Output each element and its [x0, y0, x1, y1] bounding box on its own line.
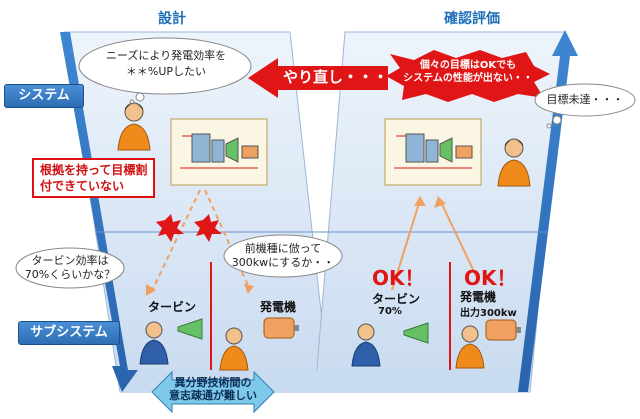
- down-arrow: [60, 32, 138, 392]
- warning-burst: [386, 50, 550, 102]
- verification-heading: 確認評価: [444, 11, 500, 27]
- generator-engineer-left-icon: [219, 327, 249, 371]
- system-engineer-right-icon: [497, 138, 531, 187]
- turbine-q-1: タービン効率は: [31, 254, 109, 267]
- generator-right-icon: [485, 319, 521, 341]
- turbine-engineer-left-icon: [139, 321, 169, 365]
- redo-text: やり直し・・・: [283, 68, 389, 86]
- unmet-thought-cloud: [534, 83, 636, 129]
- turbine-right-value: 70%: [378, 306, 402, 317]
- burst-text-1: 個々の目標はOKでも: [419, 60, 517, 71]
- turbine-right-icon: [403, 322, 429, 344]
- communication-text-2: 意志疎通が難しい: [169, 389, 257, 402]
- turbine-right-label: タービン: [372, 292, 421, 306]
- turbine-left-label: タービン: [148, 300, 197, 314]
- burst-text: 個々の目標はOKでも システムの性能が出ない・・: [398, 59, 538, 85]
- up-arrow: [518, 30, 578, 392]
- generator-left-icon: [263, 317, 299, 339]
- redo-arrow: [248, 58, 388, 98]
- ok-turbine: OK！: [372, 266, 425, 290]
- system-diagram-left: [170, 118, 268, 186]
- generator-right-label: 発電機: [460, 290, 497, 304]
- communication-text: 異分野技術間の 意志疎通が難しい: [166, 376, 260, 402]
- generator-thought-cloud: [223, 234, 343, 278]
- system-level-label: システム: [4, 84, 84, 108]
- turbine-q-2: 70%くらいかな？: [24, 268, 116, 281]
- needs-text-1: ニーズにより発電効率を: [105, 49, 227, 62]
- ok-generator: OK！: [464, 266, 517, 290]
- needs-thought-cloud: [78, 37, 252, 104]
- generator-right-value: 出力300kw: [460, 308, 517, 319]
- turbine-thought-cloud: [15, 247, 125, 289]
- turbine-engineer-right-icon: [351, 323, 381, 367]
- design-heading: 設計: [158, 11, 186, 27]
- unmet-text: 目標未達・・・: [546, 93, 624, 106]
- system-engineer-left-icon: [117, 102, 151, 151]
- generator-q-1: 前機種に倣って: [244, 242, 322, 255]
- turbine-left-icon: [177, 318, 203, 340]
- generator-engineer-right-icon: [455, 325, 485, 369]
- subsystem-level-label: サブシステム: [18, 321, 120, 345]
- no-basis-text-2: 付できていない: [40, 179, 125, 193]
- no-basis-text-1: 根拠を持って目標割: [40, 163, 148, 177]
- communication-text-1: 異分野技術間の: [174, 376, 252, 389]
- needs-text-2: ＊＊%UPしたい: [125, 65, 207, 78]
- system-diagram-right: [384, 118, 482, 186]
- generator-q-2: 300kwにするか・・: [231, 256, 335, 269]
- burst-text-2: システムの性能が出ない・・: [403, 73, 533, 84]
- no-basis-note: 根拠を持って目標割 付できていない: [32, 158, 156, 198]
- generator-left-label: 発電機: [260, 300, 297, 314]
- communication-arrow: [151, 370, 275, 414]
